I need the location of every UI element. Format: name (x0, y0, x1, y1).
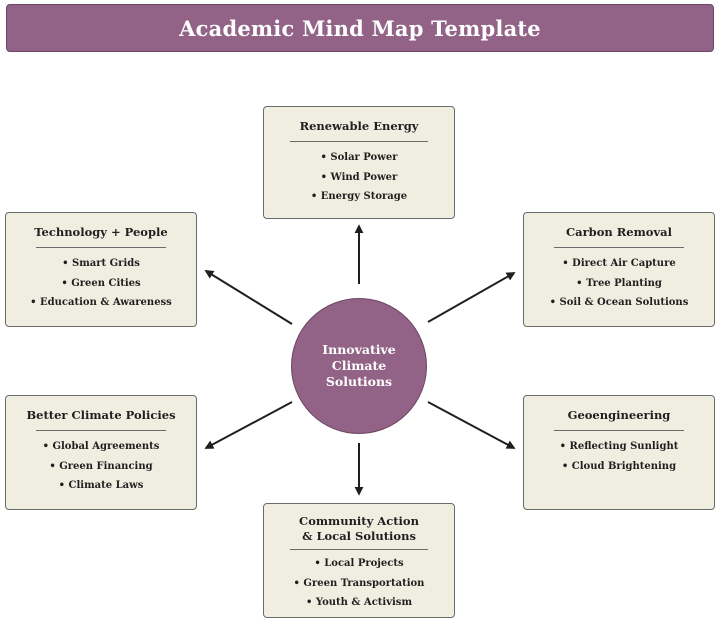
list-item: • Green Transportation (293, 577, 425, 589)
divider (554, 247, 684, 248)
list-item: • Local Projects (314, 558, 404, 569)
node-title: Carbon Removal (566, 225, 672, 239)
node-item-list: • Reflecting Sunlight • Cloud Brightenin… (524, 437, 714, 476)
node-item-list: • Direct Air Capture • Tree Planting • S… (524, 254, 714, 313)
node-title: Technology + People (34, 225, 168, 239)
node-title: Renewable Energy (299, 119, 419, 133)
list-item: • Global Agreements (42, 441, 160, 452)
divider (36, 430, 166, 431)
arrow-to-carbon-removal (427, 272, 516, 323)
node-item-list: • Smart Grids • Green Cities • Education… (6, 254, 196, 313)
center-topic-label: Innovative Climate Solutions (322, 342, 396, 389)
divider (36, 247, 166, 248)
list-item: • Tree Planting (576, 277, 662, 289)
node-title: Community Action & Local Solutions (299, 514, 419, 543)
list-item: • Green Cities (61, 277, 141, 289)
node-technology-people: Technology + People • Smart Grids • Gree… (5, 212, 197, 327)
node-item-list: • Global Agreements • Green Financing • … (6, 437, 196, 496)
list-item: • Wind Power (320, 171, 398, 183)
divider (290, 549, 428, 550)
title-banner: Academic Mind Map Template (6, 4, 714, 52)
node-item-list: • Solar Power • Wind Power • Energy Stor… (264, 148, 454, 207)
list-item: • Smart Grids (62, 258, 140, 269)
divider (554, 430, 684, 431)
node-item-list: • Local Projects • Green Transportation … (264, 554, 454, 613)
list-item: • Youth & Activism (305, 597, 413, 608)
list-item: • Reflecting Sunlight (559, 441, 679, 452)
list-item: • Direct Air Capture (562, 258, 676, 269)
arrow-to-geoengineering (427, 401, 516, 449)
node-renewable-energy: Renewable Energy • Solar Power • Wind Po… (263, 106, 455, 219)
node-carbon-removal: Carbon Removal • Direct Air Capture • Tr… (523, 212, 715, 327)
list-item: • Cloud Brightening (561, 460, 677, 472)
node-community-action: Community Action & Local Solutions • Loc… (263, 503, 455, 618)
page-title: Academic Mind Map Template (179, 15, 541, 41)
node-geoengineering: Geoengineering • Reflecting Sunlight • C… (523, 395, 715, 510)
arrow-to-climate-policies (204, 401, 293, 449)
node-title: Geoengineering (567, 408, 671, 422)
list-item: • Energy Storage (310, 191, 408, 202)
divider (290, 141, 428, 142)
center-topic-circle: Innovative Climate Solutions (291, 298, 427, 434)
list-item: • Education & Awareness (30, 297, 172, 308)
node-better-climate-policies: Better Climate Policies • Global Agreeme… (5, 395, 197, 510)
list-item: • Soil & Ocean Solutions (549, 297, 689, 308)
list-item: • Climate Laws (58, 480, 144, 491)
arrow-to-technology-people (204, 270, 293, 325)
node-title: Better Climate Policies (26, 408, 176, 422)
list-item: • Green Financing (49, 460, 153, 472)
list-item: • Solar Power (320, 152, 398, 163)
